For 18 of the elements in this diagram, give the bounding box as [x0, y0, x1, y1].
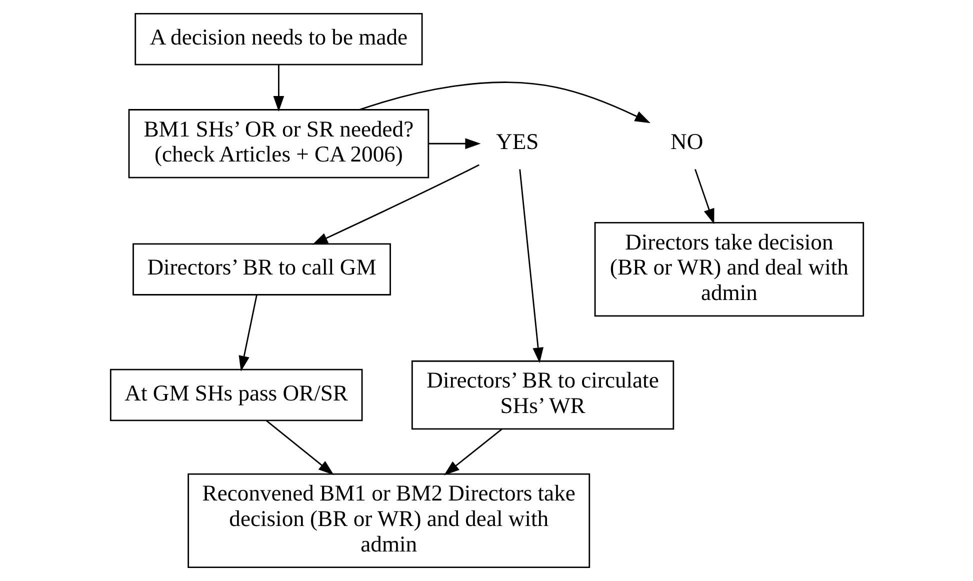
arrow	[694, 169, 714, 224]
node-box: BM1 SHs’ OR or SR needed? (check Articles + CA 2006)	[128, 109, 429, 178]
node-box: Directors’ BR to call GM	[132, 243, 390, 296]
node-box: Reconvened BM1 or BM2 Directors take decision (BR or WR) and deal with admin	[187, 473, 590, 568]
arrow	[238, 294, 257, 372]
node-text: NO	[670, 129, 703, 154]
arrow	[359, 82, 650, 124]
arrow	[428, 138, 480, 150]
node-box: Directors’ BR to circulate SHs’ WR	[410, 360, 674, 430]
node-box: A decision needs to be made	[134, 13, 422, 66]
arrow	[272, 64, 284, 112]
arrow	[443, 428, 502, 476]
node-box: At GM SHs pass OR/SR	[109, 368, 362, 422]
arrow	[312, 164, 479, 245]
arrow	[518, 169, 543, 364]
node-text: YES	[496, 129, 538, 154]
node-box: Directors take decision (BR or WR) and deal with admin	[594, 222, 864, 317]
arrow	[266, 420, 334, 475]
